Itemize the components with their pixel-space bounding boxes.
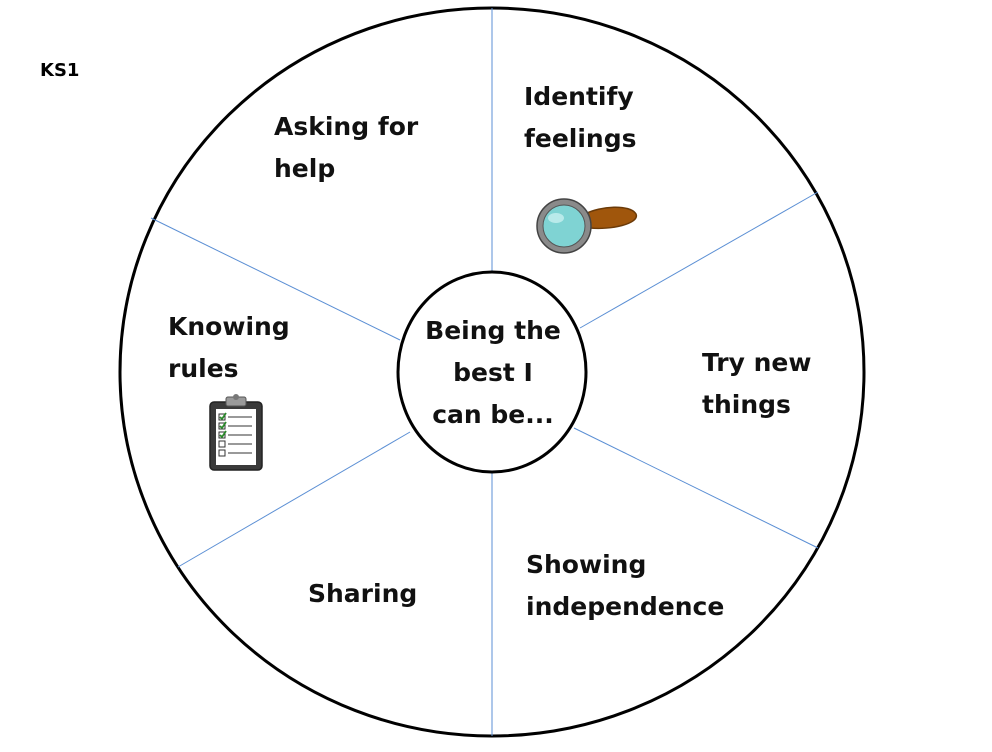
segment-line: feelings — [524, 124, 637, 153]
segment-line: Sharing — [308, 579, 418, 608]
divider-lower-right — [573, 427, 819, 549]
segment-sharing: Sharing — [308, 573, 417, 615]
center-circle — [396, 270, 588, 474]
divider-upper-right — [579, 191, 819, 329]
center-line: best I — [453, 358, 533, 387]
corner-label: KS1 — [40, 60, 80, 81]
segment-line: rules — [168, 354, 239, 383]
segment-line: Try new — [702, 348, 812, 377]
segment-line: things — [702, 390, 791, 419]
segment-line: Knowing — [168, 312, 290, 341]
segment-showing-independence: Showing independence — [526, 544, 724, 628]
segment-line: Showing — [526, 550, 647, 579]
segment-line: Asking for — [274, 112, 419, 141]
segment-line: Identify — [524, 82, 634, 111]
center-line: Being the — [425, 316, 561, 345]
divider-lower-left — [177, 431, 411, 568]
center-line: can be... — [432, 400, 554, 429]
center-label: Being the best I can be... — [398, 310, 588, 436]
segment-line: independence — [526, 592, 725, 621]
magnifying-glass-icon — [536, 198, 637, 254]
clipboard-checklist-icon — [209, 394, 263, 471]
segment-try-new-things: Try new things — [702, 342, 812, 426]
segment-knowing-rules: Knowing rules — [168, 306, 290, 390]
segment-asking-for-help: Asking for help — [274, 106, 418, 190]
segment-line: help — [274, 154, 336, 183]
segment-identify-feelings: Identify feelings — [524, 76, 637, 160]
divider-upper-left — [150, 217, 401, 341]
